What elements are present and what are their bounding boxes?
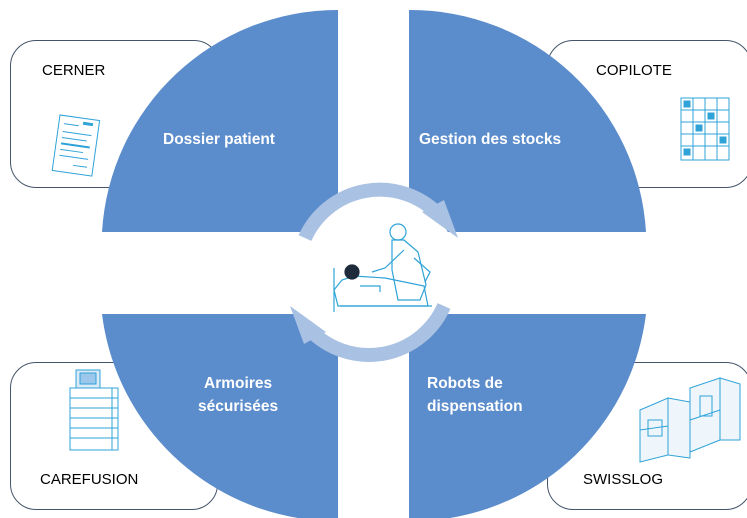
quadrant-label-line: Gestion des stocks bbox=[419, 131, 562, 148]
quadrant-label-line: Armoires bbox=[204, 375, 273, 392]
quadrant-label-armoires: Armoires sécurisées bbox=[198, 372, 278, 418]
quadrant-gestion-stocks bbox=[409, 9, 646, 232]
quadrant-label-line: Dossier patient bbox=[163, 131, 275, 148]
quadrant-label-line: Robots de bbox=[427, 375, 503, 392]
vendor-label-copilote: COPILOTE bbox=[596, 62, 672, 79]
quadrant-label-robots: Robots de dispensation bbox=[427, 372, 523, 418]
quadrant-label-line: sécurisées bbox=[198, 398, 279, 415]
robot-icon bbox=[639, 377, 741, 463]
quadrant-label-gestion-stocks: Gestion des stocks bbox=[419, 128, 561, 151]
vendor-label-carefusion: CAREFUSION bbox=[40, 471, 139, 488]
document-icon bbox=[51, 114, 101, 177]
cabinet-icon bbox=[69, 369, 119, 451]
cycle-arrow-top bbox=[298, 182, 458, 242]
quadrant-robots bbox=[409, 314, 646, 518]
vendor-label-swisslog: SWISSLOG bbox=[583, 471, 664, 488]
cycle-arrow-bottom bbox=[290, 303, 451, 362]
quadrant-label-line: dispensation bbox=[427, 398, 523, 415]
patient-care-icon bbox=[333, 223, 432, 312]
quadrant-dossier-patient bbox=[102, 9, 338, 232]
quadrant-label-dossier-patient: Dossier patient bbox=[163, 128, 275, 151]
vendor-label-cerner: CERNER bbox=[42, 62, 106, 79]
quadrant-armoires bbox=[102, 314, 338, 518]
stock-grid-icon bbox=[680, 97, 730, 161]
